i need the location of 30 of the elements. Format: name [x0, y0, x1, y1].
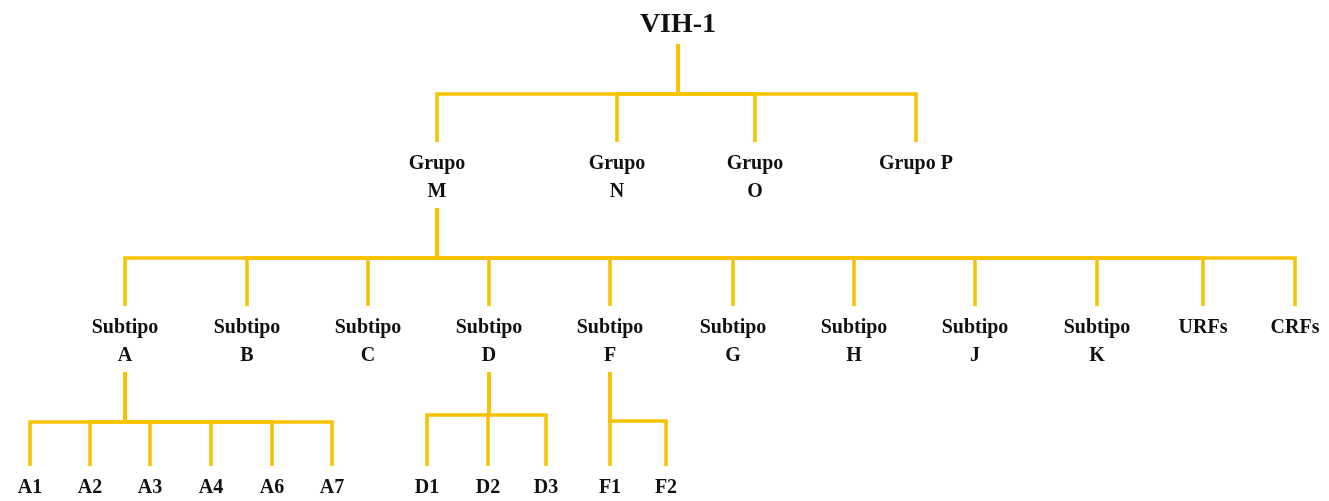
node-label: D3 — [526, 472, 566, 500]
node-label: Subtipo G — [693, 312, 773, 368]
node-label: Subtipo K — [1057, 312, 1137, 368]
node-label: Grupo M — [399, 148, 475, 204]
node-label: F2 — [646, 472, 686, 500]
node-label: CRFs — [1265, 312, 1325, 340]
node-label: A1 — [10, 472, 50, 500]
node-label: URFs — [1173, 312, 1233, 340]
node-label: Subtipo H — [814, 312, 894, 368]
node-label: Subtipo J — [935, 312, 1015, 368]
node-label: A4 — [191, 472, 231, 500]
node-label: A2 — [70, 472, 110, 500]
node-label: Grupo P — [878, 148, 954, 176]
connector-line — [676, 44, 918, 142]
node-label: Subtipo B — [207, 312, 287, 368]
node-label: D1 — [407, 472, 447, 500]
node-label: D2 — [468, 472, 508, 500]
node-label: A7 — [312, 472, 352, 500]
connector-line — [608, 372, 668, 466]
node-label: F1 — [590, 472, 630, 500]
node-label: Subtipo D — [449, 312, 529, 368]
node-label: Subtipo F — [570, 312, 650, 368]
node-label: VIH-1 — [623, 6, 733, 40]
connector-line — [487, 372, 548, 466]
node-label: Subtipo C — [328, 312, 408, 368]
node-label: Grupo O — [717, 148, 793, 204]
node-label: A3 — [130, 472, 170, 500]
node-label: A6 — [252, 472, 292, 500]
node-label: Subtipo A — [85, 312, 165, 368]
node-label: Grupo N — [579, 148, 655, 204]
